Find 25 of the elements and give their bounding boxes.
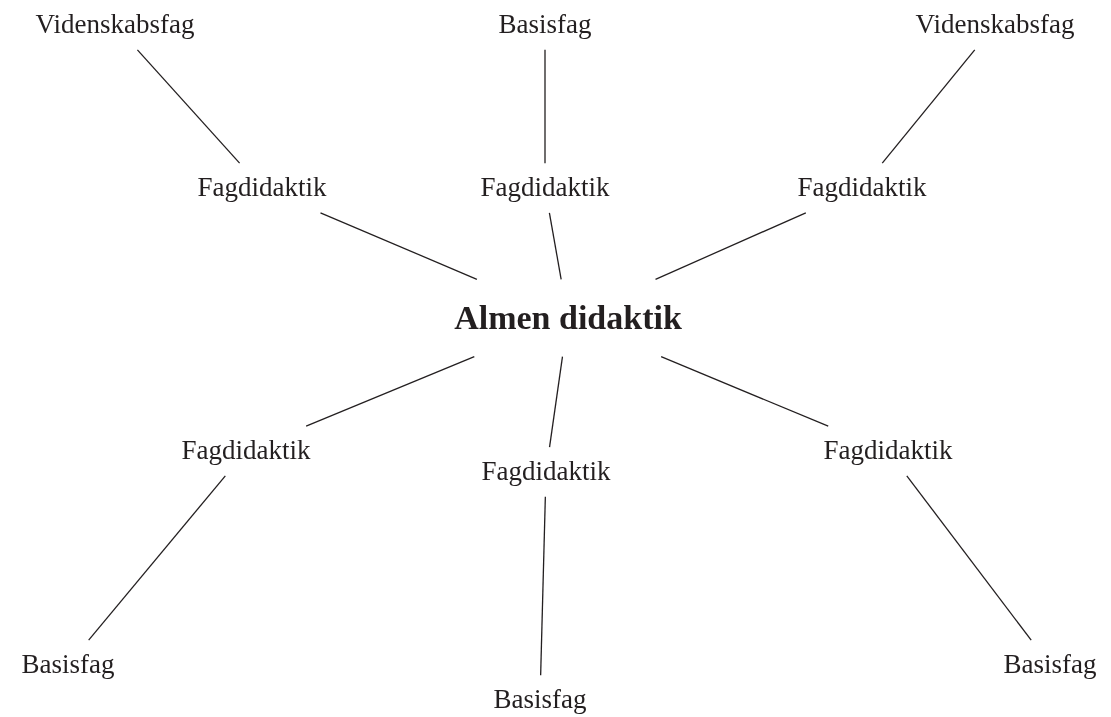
node-text: Fagdidaktik xyxy=(797,172,927,203)
connector-line xyxy=(540,496,546,676)
connector-line xyxy=(305,356,475,427)
connector-line xyxy=(544,49,546,164)
node-text: Fagdidaktik xyxy=(480,172,610,203)
node-text: Basisfag xyxy=(498,9,592,40)
node-text: Fagdidaktik xyxy=(181,435,311,466)
connector-line xyxy=(548,212,562,280)
connector-line xyxy=(88,475,226,641)
connector-line xyxy=(136,49,241,164)
node-text: Fagdidaktik xyxy=(481,456,611,487)
node-text: Fagdidaktik xyxy=(823,435,953,466)
connector-line xyxy=(660,356,829,427)
node-text: Basisfag xyxy=(493,684,587,715)
node-text: Videnskabsfag xyxy=(35,9,195,40)
node-text: Basisfag xyxy=(1003,649,1097,680)
connector-line xyxy=(881,49,976,164)
node-text: Fagdidaktik xyxy=(197,172,327,203)
connector-line xyxy=(548,356,564,448)
connector-line xyxy=(319,212,478,280)
connector-line xyxy=(906,475,1032,641)
node-text: Basisfag xyxy=(21,649,115,680)
node-text: Almen didaktik xyxy=(454,299,682,337)
connector-line xyxy=(654,212,807,280)
node-text: Videnskabsfag xyxy=(915,9,1075,40)
